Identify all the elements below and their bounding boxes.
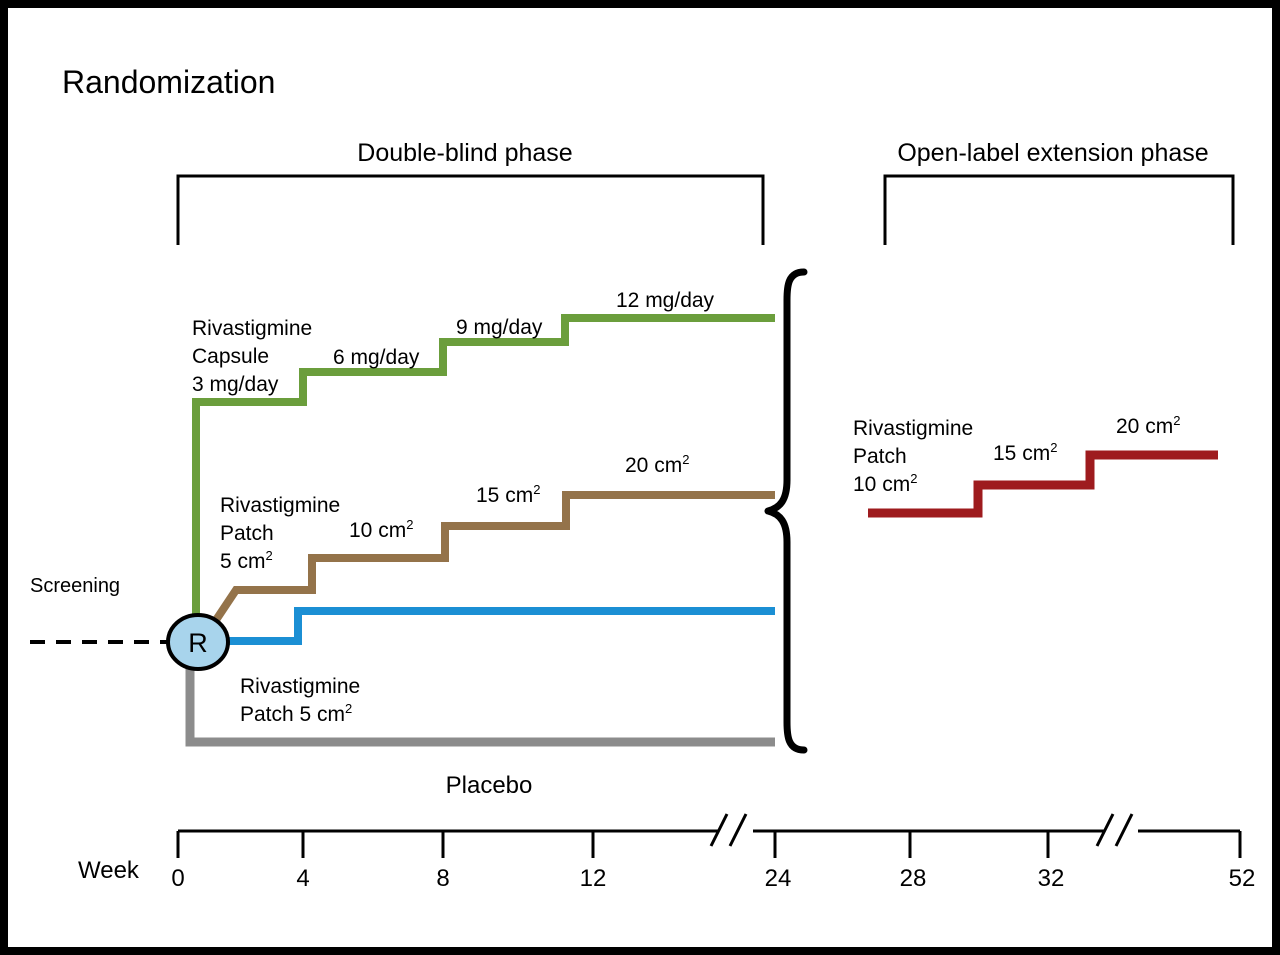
- arm-label-patch-line1: Rivastigmine: [220, 494, 340, 517]
- arm-line-patch-titration: [194, 491, 775, 650]
- axis-break-mark-2: [1095, 813, 1134, 847]
- arm-label-capsule-line1: Rivastigmine: [192, 317, 312, 340]
- dose-label-patch-15cm2: 15 cm2: [476, 482, 540, 507]
- axis-title-week: Week: [78, 857, 140, 884]
- arm-label-openlabel-line3: 10 cm2: [853, 471, 917, 496]
- axis-tick-label-0: 0: [171, 865, 184, 892]
- phase-label-double-blind: Double-blind phase: [357, 139, 572, 167]
- dose-label-openlabel-15cm2-value: 15 cm: [993, 442, 1050, 465]
- arm-line-open-label-patch: [868, 450, 1218, 518]
- randomization-node-label: R: [188, 628, 208, 658]
- axis-tick-label-52: 52: [1229, 865, 1256, 892]
- arm-label-openlabel-line1: Rivastigmine: [853, 417, 973, 440]
- axis-tick-label-12: 12: [580, 865, 607, 892]
- axis-tick-label-24: 24: [765, 865, 792, 892]
- axis-tick-label-4: 4: [296, 865, 309, 892]
- axis-tick-label-8: 8: [436, 865, 449, 892]
- phase-bracket-double-blind: [176, 174, 765, 245]
- screening-label: Screening: [30, 575, 120, 597]
- dose-label-capsule-9mg: 9 mg/day: [456, 316, 543, 339]
- arm-label-patch-line3-sup: 2: [266, 548, 273, 563]
- dose-label-patch-20cm2: 20 cm2: [625, 452, 689, 477]
- randomization-node[interactable]: [166, 613, 230, 671]
- arm-label-capsule-line3: 3 mg/day: [192, 373, 279, 396]
- dose-label-openlabel-20cm2: 20 cm2: [1116, 413, 1180, 438]
- arm-label-patch-line2: Patch: [220, 522, 274, 545]
- dose-label-patch-15cm2-value: 15 cm: [476, 484, 533, 507]
- arm-line-placebo: [185, 658, 775, 747]
- dose-label-openlabel-20cm2-value: 20 cm: [1116, 415, 1173, 438]
- arm-label-patch-fixed-line1: Rivastigmine: [240, 675, 360, 698]
- arm-label-patch-fixed-line2: Patch 5 cm2: [240, 701, 352, 726]
- arm-label-patch-line3: 5 cm2: [220, 548, 273, 573]
- arm-label-openlabel-line2: Patch: [853, 445, 907, 468]
- arm-label-patch-line3-value: 5 cm: [220, 550, 266, 573]
- axis-tick-label-28: 28: [900, 865, 927, 892]
- arm-label-capsule-line2: Capsule: [192, 345, 269, 368]
- arm-label-openlabel-line3-value: 10 cm: [853, 473, 910, 496]
- arm-label-patch-fixed-line2-value: Patch 5 cm: [240, 703, 345, 726]
- page-title: Randomization: [62, 64, 275, 100]
- phase-bracket-open-label: [883, 174, 1235, 245]
- dose-label-openlabel-15cm2-sup: 2: [1050, 440, 1057, 455]
- phase-transition-brace: [764, 268, 808, 754]
- study-design-diagram: Randomization Double-blind phase Open-la…: [30, 64, 1256, 892]
- axis-tick-label-32: 32: [1038, 865, 1065, 892]
- arm-line-capsule: [192, 314, 775, 642]
- dose-label-patch-15cm2-sup: 2: [533, 482, 540, 497]
- arm-label-patch-fixed-line2-sup: 2: [345, 701, 352, 716]
- dose-label-patch-10cm2-sup: 2: [406, 517, 413, 532]
- axis-break-mark-1: [709, 813, 748, 847]
- arm-label-openlabel-line3-sup: 2: [910, 471, 917, 486]
- dose-label-capsule-12mg: 12 mg/day: [616, 289, 715, 312]
- dose-label-capsule-6mg: 6 mg/day: [333, 346, 420, 369]
- arm-label-placebo: Placebo: [446, 772, 533, 799]
- arm-line-patch-fixed: [204, 607, 775, 645]
- dose-label-patch-10cm2: 10 cm2: [349, 517, 413, 542]
- phase-label-open-label: Open-label extension phase: [897, 139, 1208, 167]
- dose-label-patch-10cm2-value: 10 cm: [349, 519, 406, 542]
- dose-label-openlabel-20cm2-sup: 2: [1173, 413, 1180, 428]
- dose-label-patch-20cm2-value: 20 cm: [625, 454, 682, 477]
- dose-label-openlabel-15cm2: 15 cm2: [993, 440, 1057, 465]
- dose-label-patch-20cm2-sup: 2: [682, 452, 689, 467]
